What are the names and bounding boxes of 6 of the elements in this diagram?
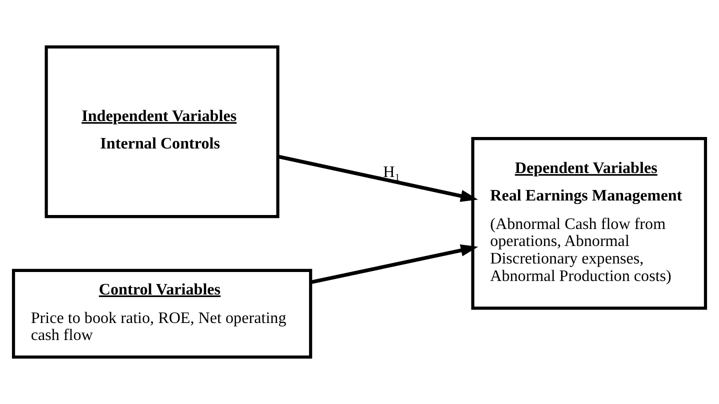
node-box: Control Variables Price to book ratio, ROE, Net operating cash flow (12, 268, 312, 359)
edge-label: H₁ (383, 164, 400, 181)
node-box: Independent Variables Internal Controls (44, 45, 280, 218)
arrow (278, 154, 478, 202)
node-box: Dependent Variables Real Earnings Management (Abnormal Cash flow from operations, Abnormal Discretionary expenses, Abnormal Production costs) (471, 137, 708, 310)
arrow (310, 244, 478, 284)
